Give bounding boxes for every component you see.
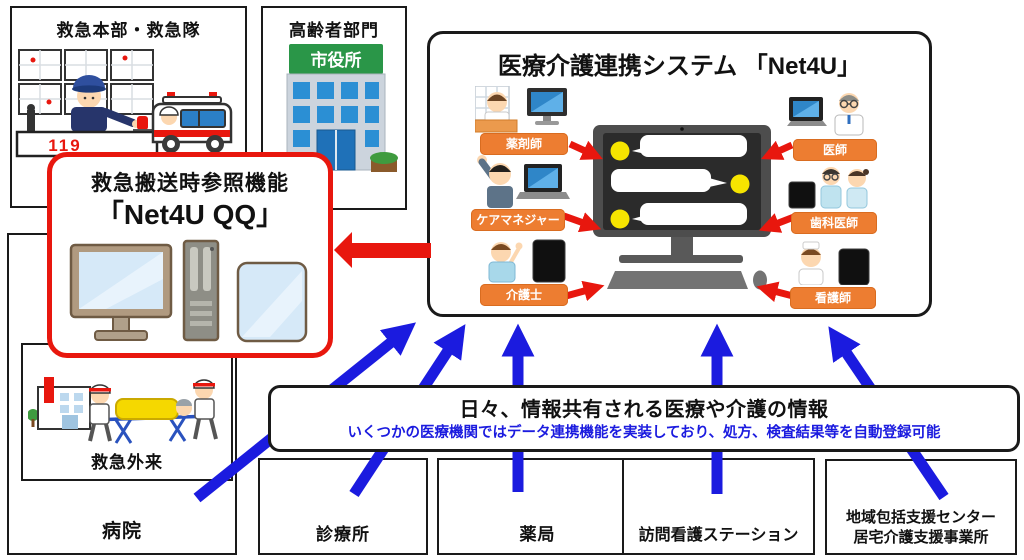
paramedic-left-icon xyxy=(88,384,112,442)
clinic-label: 診療所 xyxy=(316,525,370,544)
paramedic-right-icon xyxy=(193,379,218,440)
role-label-care-manager: ケアマネジャー xyxy=(471,209,565,231)
net4u-title: 医療介護連携システム 「Net4U」 xyxy=(497,53,862,80)
qq-name: 「Net4U QQ」 xyxy=(95,199,285,230)
hospital-label: 病院 xyxy=(101,521,142,542)
qq-title: 救急搬送時参照機能 xyxy=(91,172,289,195)
community-label-line2: 居宅介護支援事業所 xyxy=(853,528,989,546)
care-manager-icon xyxy=(477,155,570,208)
pharmacy-label: 薬局 xyxy=(519,525,556,544)
role-label-dentist: 歯科医師 xyxy=(791,212,877,234)
pharmacy-box: 薬局 xyxy=(437,458,638,555)
er-label: 救急外来 xyxy=(91,453,163,472)
visiting-nurse-station-label: 訪問看護ステーション xyxy=(638,527,799,544)
hospital-building-icon xyxy=(28,377,91,430)
clinic-box: 診療所 xyxy=(258,458,428,555)
shared-record-monitor-icon xyxy=(593,125,771,263)
pharmacist-icon xyxy=(475,86,567,133)
er-box: 救急外来 xyxy=(21,343,233,481)
role-link-arrows xyxy=(562,140,796,302)
desktop-monitor-icon xyxy=(69,243,173,341)
stretcher-illustration xyxy=(28,377,218,444)
community-support-center-label: 地域包括支援センター 居宅介護支援事業所 xyxy=(827,508,1015,547)
city-hall-sign xyxy=(289,44,383,74)
nurse-icon xyxy=(798,241,870,285)
ambulance-icon xyxy=(151,92,233,153)
community-support-center-box: 地域包括支援センター 居宅介護支援事業所 xyxy=(825,459,1017,555)
care-worker-icon xyxy=(488,239,566,283)
role-label-doctor: 医師 xyxy=(793,139,877,161)
net4u-qq-box: 救急搬送時参照機能 「Net4U QQ」 xyxy=(47,152,333,358)
dentist-icon xyxy=(788,167,869,209)
info-banner-title: 日々、情報共有される医療や介護の情報 xyxy=(459,399,829,421)
mouse-icon xyxy=(753,270,767,290)
arrow-net4u-to-qq xyxy=(334,232,431,268)
doctor-icon xyxy=(787,93,864,136)
role-label-care-worker: 介護士 xyxy=(480,284,568,306)
dispatch-number: 119 xyxy=(48,136,81,155)
info-banner: 日々、情報共有される医療や介護の情報 いくつかの医療機関ではデータ連携機能を実装… xyxy=(268,385,1020,452)
keyboard-icon xyxy=(607,271,748,289)
community-label-line1: 地域包括支援センター xyxy=(845,509,996,526)
role-label-nurse: 看護師 xyxy=(790,287,876,309)
role-label-pharmacist: 薬剤師 xyxy=(480,133,568,155)
dispatcher-and-ambulance-illustration: 119 xyxy=(15,49,233,158)
qq-devices-illustration xyxy=(69,239,308,343)
stretcher-icon xyxy=(91,398,213,444)
tablet-icon xyxy=(236,261,308,343)
city-hall-windows xyxy=(293,82,379,147)
info-banner-subtitle: いくつかの医療機関ではデータ連携機能を実装しており、処方、検査結果等を自動登録可… xyxy=(347,425,941,441)
elderly-dept-label: 高齢者部門 xyxy=(289,21,379,40)
net4u-monitor-scene xyxy=(562,125,796,302)
city-hall-sign-text: 市役所 xyxy=(311,50,362,70)
pc-tower-icon xyxy=(182,239,220,342)
emergency-hq-label: 救急本部・救急隊 xyxy=(56,21,201,40)
visiting-nurse-station-box: 訪問看護ステーション xyxy=(622,458,815,555)
net4u-box: 医療介護連携システム 「Net4U」 xyxy=(427,31,932,317)
dispatcher-icon xyxy=(27,75,152,133)
